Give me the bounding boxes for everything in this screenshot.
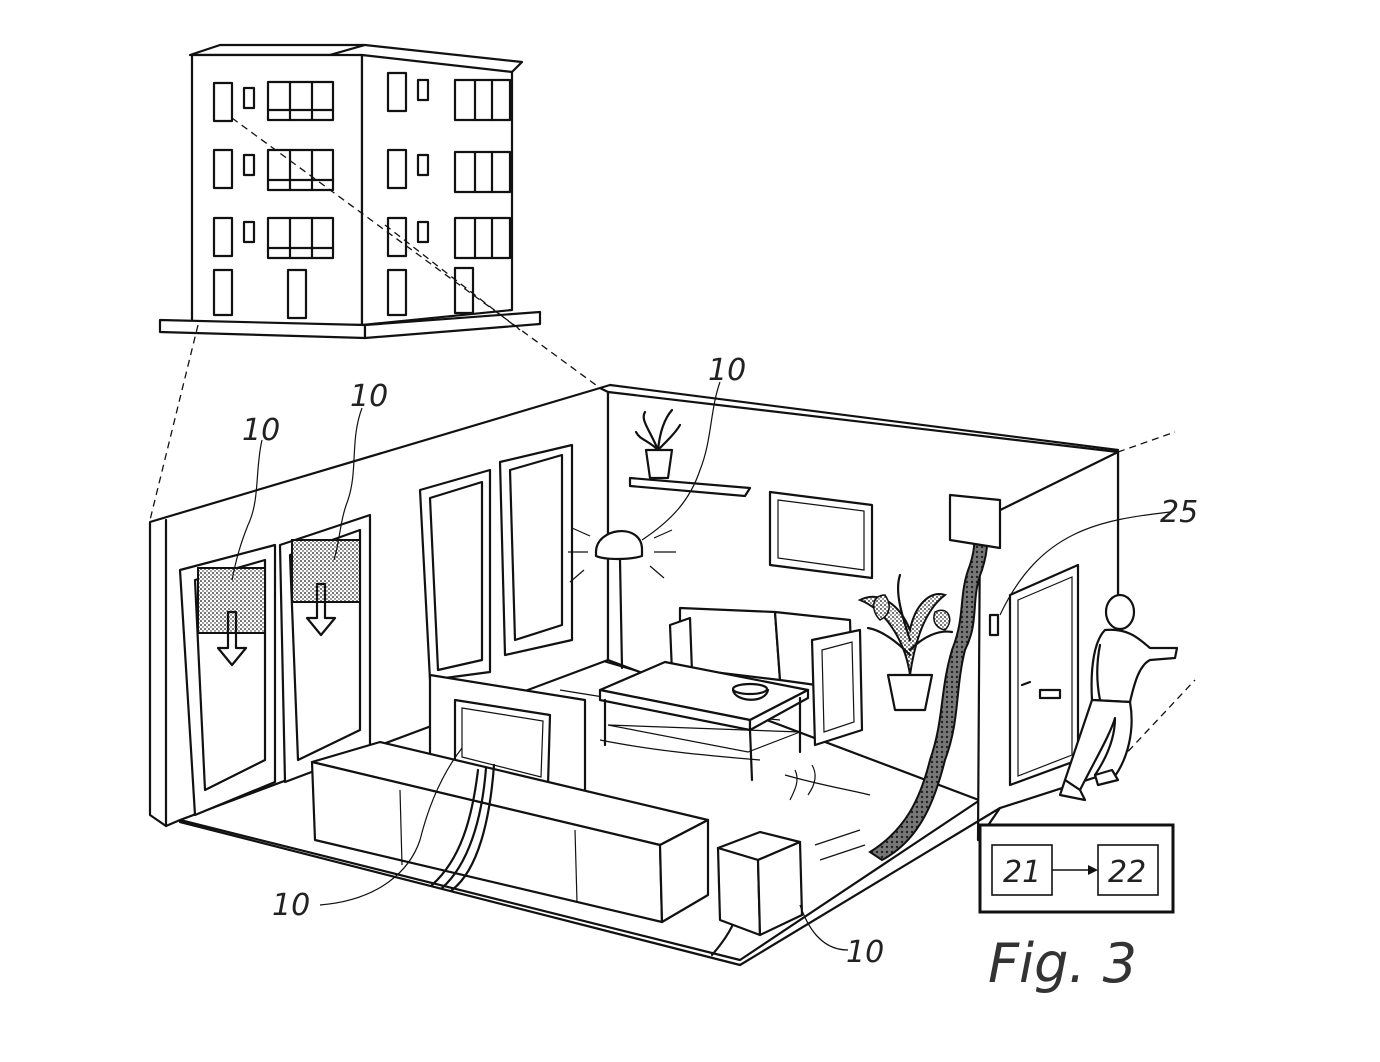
ref-subwoofer: 10	[846, 935, 884, 970]
window-blind-left	[178, 543, 277, 817]
wall-pictures	[768, 490, 1002, 580]
sensor-device	[988, 613, 1000, 637]
coffee-table	[598, 660, 810, 782]
block-21	[991, 844, 1053, 896]
block-22-label: 22	[1108, 855, 1146, 890]
subwoofer	[716, 830, 804, 937]
leader-lines	[231, 381, 1171, 951]
block-22	[1097, 844, 1159, 896]
apartment-building	[158, 43, 542, 340]
ref-tv: 10	[272, 888, 310, 923]
potted-plant	[857, 573, 954, 712]
floor-texture	[789, 764, 866, 861]
sofa	[668, 606, 864, 747]
floor-lamp	[568, 527, 676, 670]
person-walking	[1058, 593, 1179, 802]
block-diagram: 21 22	[978, 823, 1175, 914]
block-21-label: 21	[1003, 855, 1041, 890]
ref-lamp: 10	[708, 353, 746, 388]
tv-bench	[310, 740, 710, 924]
window-blind-right	[278, 513, 372, 784]
projection-lines	[149, 117, 1196, 761]
ref-blind-left: 10	[242, 413, 280, 448]
door	[1008, 563, 1080, 787]
wall-shelf-plant	[628, 408, 752, 498]
figure-caption: Fig. 3	[988, 932, 1137, 995]
ref-blind-right: 10	[350, 379, 388, 414]
glass-doors	[418, 443, 574, 682]
reference-numerals: 10 10 10 25 10 10	[242, 353, 1198, 970]
ref-sensor: 25	[1160, 495, 1198, 530]
